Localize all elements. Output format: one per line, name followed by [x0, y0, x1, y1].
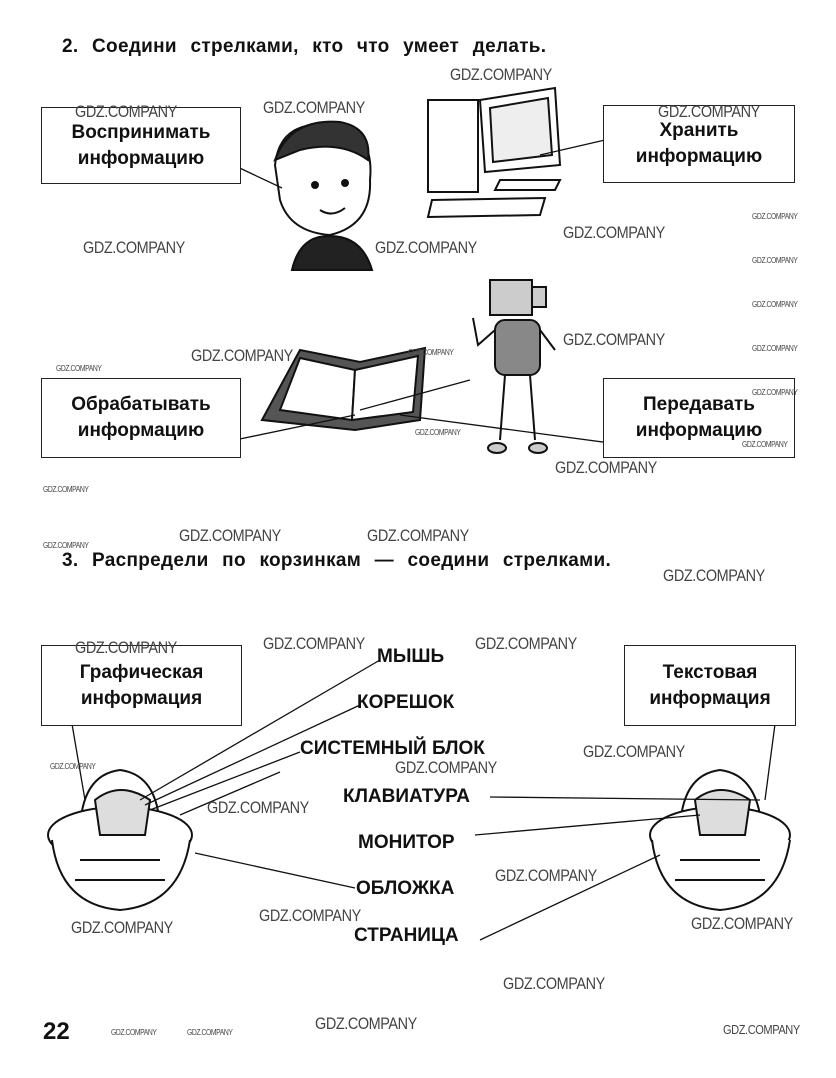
computer-illustration	[426, 86, 562, 219]
watermark: GDZ.COMPANY	[752, 300, 798, 309]
watermark: GDZ.COMPANY	[71, 918, 173, 937]
book-illustration	[260, 346, 427, 432]
watermark: GDZ.COMPANY	[752, 388, 798, 397]
basket-left-illustration	[47, 768, 193, 912]
basket-right-illustration	[649, 768, 791, 912]
watermark: GDZ.COMPANY	[259, 906, 361, 925]
watermark: GDZ.COMPANY	[263, 98, 365, 117]
box-perceive-information: Воспринимать информацию	[41, 107, 241, 184]
word-system-unit: СИСТЕМНЫЙ БЛОК	[300, 738, 485, 759]
watermark: GDZ.COMPANY	[555, 458, 657, 477]
watermark: GDZ.COMPANY	[563, 330, 665, 349]
word-keyboard: КЛАВИАТУРА	[343, 786, 470, 807]
watermark: GDZ.COMPANY	[56, 364, 102, 373]
watermark: GDZ.COMPANY	[375, 238, 477, 257]
watermark: GDZ.COMPANY	[503, 974, 605, 993]
watermark: GDZ.COMPANY	[450, 65, 552, 84]
watermark: GDZ.COMPANY	[658, 102, 760, 121]
word-page: СТРАНИЦА	[354, 925, 459, 946]
watermark: GDZ.COMPANY	[315, 1014, 417, 1033]
watermark: GDZ.COMPANY	[583, 742, 685, 761]
word-mouse: МЫШЬ	[377, 646, 445, 667]
watermark: GDZ.COMPANY	[111, 1028, 157, 1037]
word-cover: ОБЛОЖКА	[356, 878, 455, 899]
watermark: GDZ.COMPANY	[752, 256, 798, 265]
watermark: GDZ.COMPANY	[663, 566, 765, 585]
watermark: GDZ.COMPANY	[75, 638, 177, 657]
watermark: GDZ.COMPANY	[207, 798, 309, 817]
watermark: GDZ.COMPANY	[179, 526, 281, 545]
box-process-information: Обрабатывать информацию	[41, 378, 241, 458]
task-3-title: 3. Распредели по корзинкам — соедини стр…	[62, 550, 612, 571]
box-graphic-information: Графическая информация	[41, 645, 242, 726]
watermark: GDZ.COMPANY	[723, 1022, 800, 1037]
watermark: GDZ.COMPANY	[752, 344, 798, 353]
watermark: GDZ.COMPANY	[752, 212, 798, 221]
watermark: GDZ.COMPANY	[415, 428, 461, 437]
watermark: GDZ.COMPANY	[367, 526, 469, 545]
task-2-title: 2. Соедини стрелками, кто что умеет дела…	[62, 36, 547, 57]
watermark: GDZ.COMPANY	[395, 758, 497, 777]
box-text-information: Текстовая информация	[624, 645, 796, 726]
watermark: GDZ.COMPANY	[495, 866, 597, 885]
watermark: GDZ.COMPANY	[263, 634, 365, 653]
watermark: GDZ.COMPANY	[191, 346, 293, 365]
robot-illustration	[472, 279, 556, 454]
watermark: GDZ.COMPANY	[742, 440, 788, 449]
word-monitor: МОНИТОР	[358, 832, 455, 853]
watermark: GDZ.COMPANY	[187, 1028, 233, 1037]
watermark: GDZ.COMPANY	[83, 238, 185, 257]
watermark: GDZ.COMPANY	[475, 634, 577, 653]
watermark: GDZ.COMPANY	[408, 348, 454, 357]
box-store-information: Хранить информацию	[603, 105, 795, 183]
word-spine: КОРЕШОК	[357, 692, 455, 713]
watermark: GDZ.COMPANY	[43, 485, 89, 494]
answer-lines	[71, 139, 776, 941]
watermark: GDZ.COMPANY	[563, 223, 665, 242]
box-transmit-information: Передавать информацию	[603, 378, 795, 458]
watermark: GDZ.COMPANY	[50, 762, 96, 771]
boy-illustration	[273, 120, 374, 271]
watermark: GDZ.COMPANY	[75, 102, 177, 121]
watermark: GDZ.COMPANY	[43, 541, 89, 550]
watermark: GDZ.COMPANY	[691, 914, 793, 933]
page-number: 22	[43, 1018, 70, 1045]
